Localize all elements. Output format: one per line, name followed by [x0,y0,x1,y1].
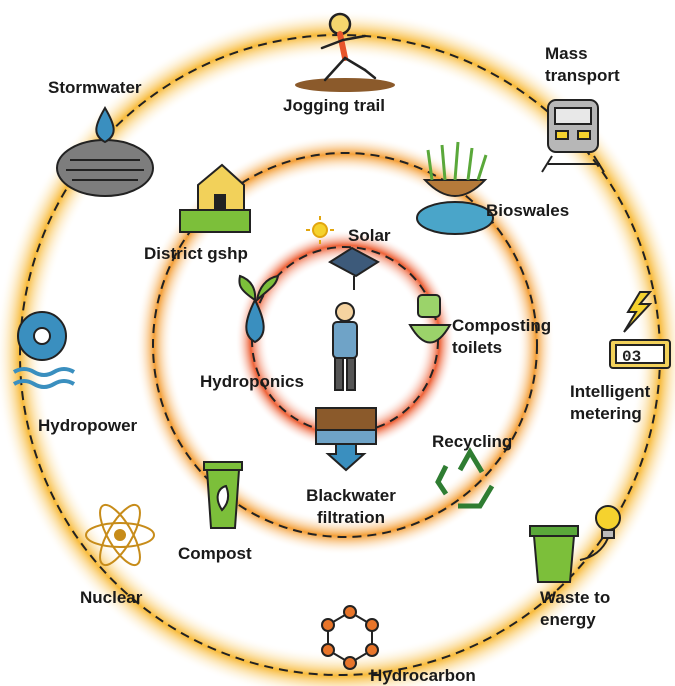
label-district-gshp: District gshp [144,244,248,263]
toilet-icon [408,294,452,344]
person-icon [332,302,358,391]
label-blackwater-line1: Blackwater [306,486,396,505]
label-intelligent-metering-line2: metering [570,404,642,423]
lightning-icon [623,291,653,333]
meter-icon: 03 [609,339,671,369]
label-bioswales: Bioswales [486,201,570,220]
compost-bin-icon [203,461,243,529]
light-bulb-icon [579,505,621,561]
waste-bin-icon [529,525,579,583]
solar-panel-icon [328,246,380,290]
label-mass-transport-line2: transport [545,66,620,85]
label-stormwater: Stormwater [48,78,142,97]
runner-icon [295,12,395,92]
meter-digits: 03 [622,348,641,366]
bioswale-icon [416,141,494,235]
recycling-icon [435,447,495,509]
label-hydroponics: Hydroponics [200,372,304,391]
label-composting-toilets-line1: Composting [452,316,552,335]
hydropower-icon [12,311,76,389]
label-mass-transport-line1: Mass [545,44,588,63]
hydrocarbon-icon [321,605,379,670]
house-icon [179,163,251,233]
hydroponics-icon [238,274,280,344]
label-hydropower: Hydropower [38,416,138,435]
label-jogging-trail: Jogging trail [283,96,385,115]
label-composting-toilets-line2: toilets [452,338,503,357]
label-waste-to-energy-line2: energy [540,610,596,629]
label-solar: Solar [348,226,391,245]
label-nuclear: Nuclear [80,588,143,607]
filtration-icon [315,407,377,472]
atom-icon [85,503,155,567]
label-blackwater-line2: filtration [317,508,385,527]
train-icon [541,99,605,173]
sun-icon [306,216,334,244]
label-compost: Compost [178,544,252,563]
label-intelligent-metering-line1: Intelligent [570,382,651,401]
stormwater-drain-icon [56,106,154,197]
label-hydrocarbon: Hydrocarbon [370,666,476,685]
label-recycling: Recycling [432,432,513,451]
label-waste-to-energy-line1: Waste to [540,588,611,607]
